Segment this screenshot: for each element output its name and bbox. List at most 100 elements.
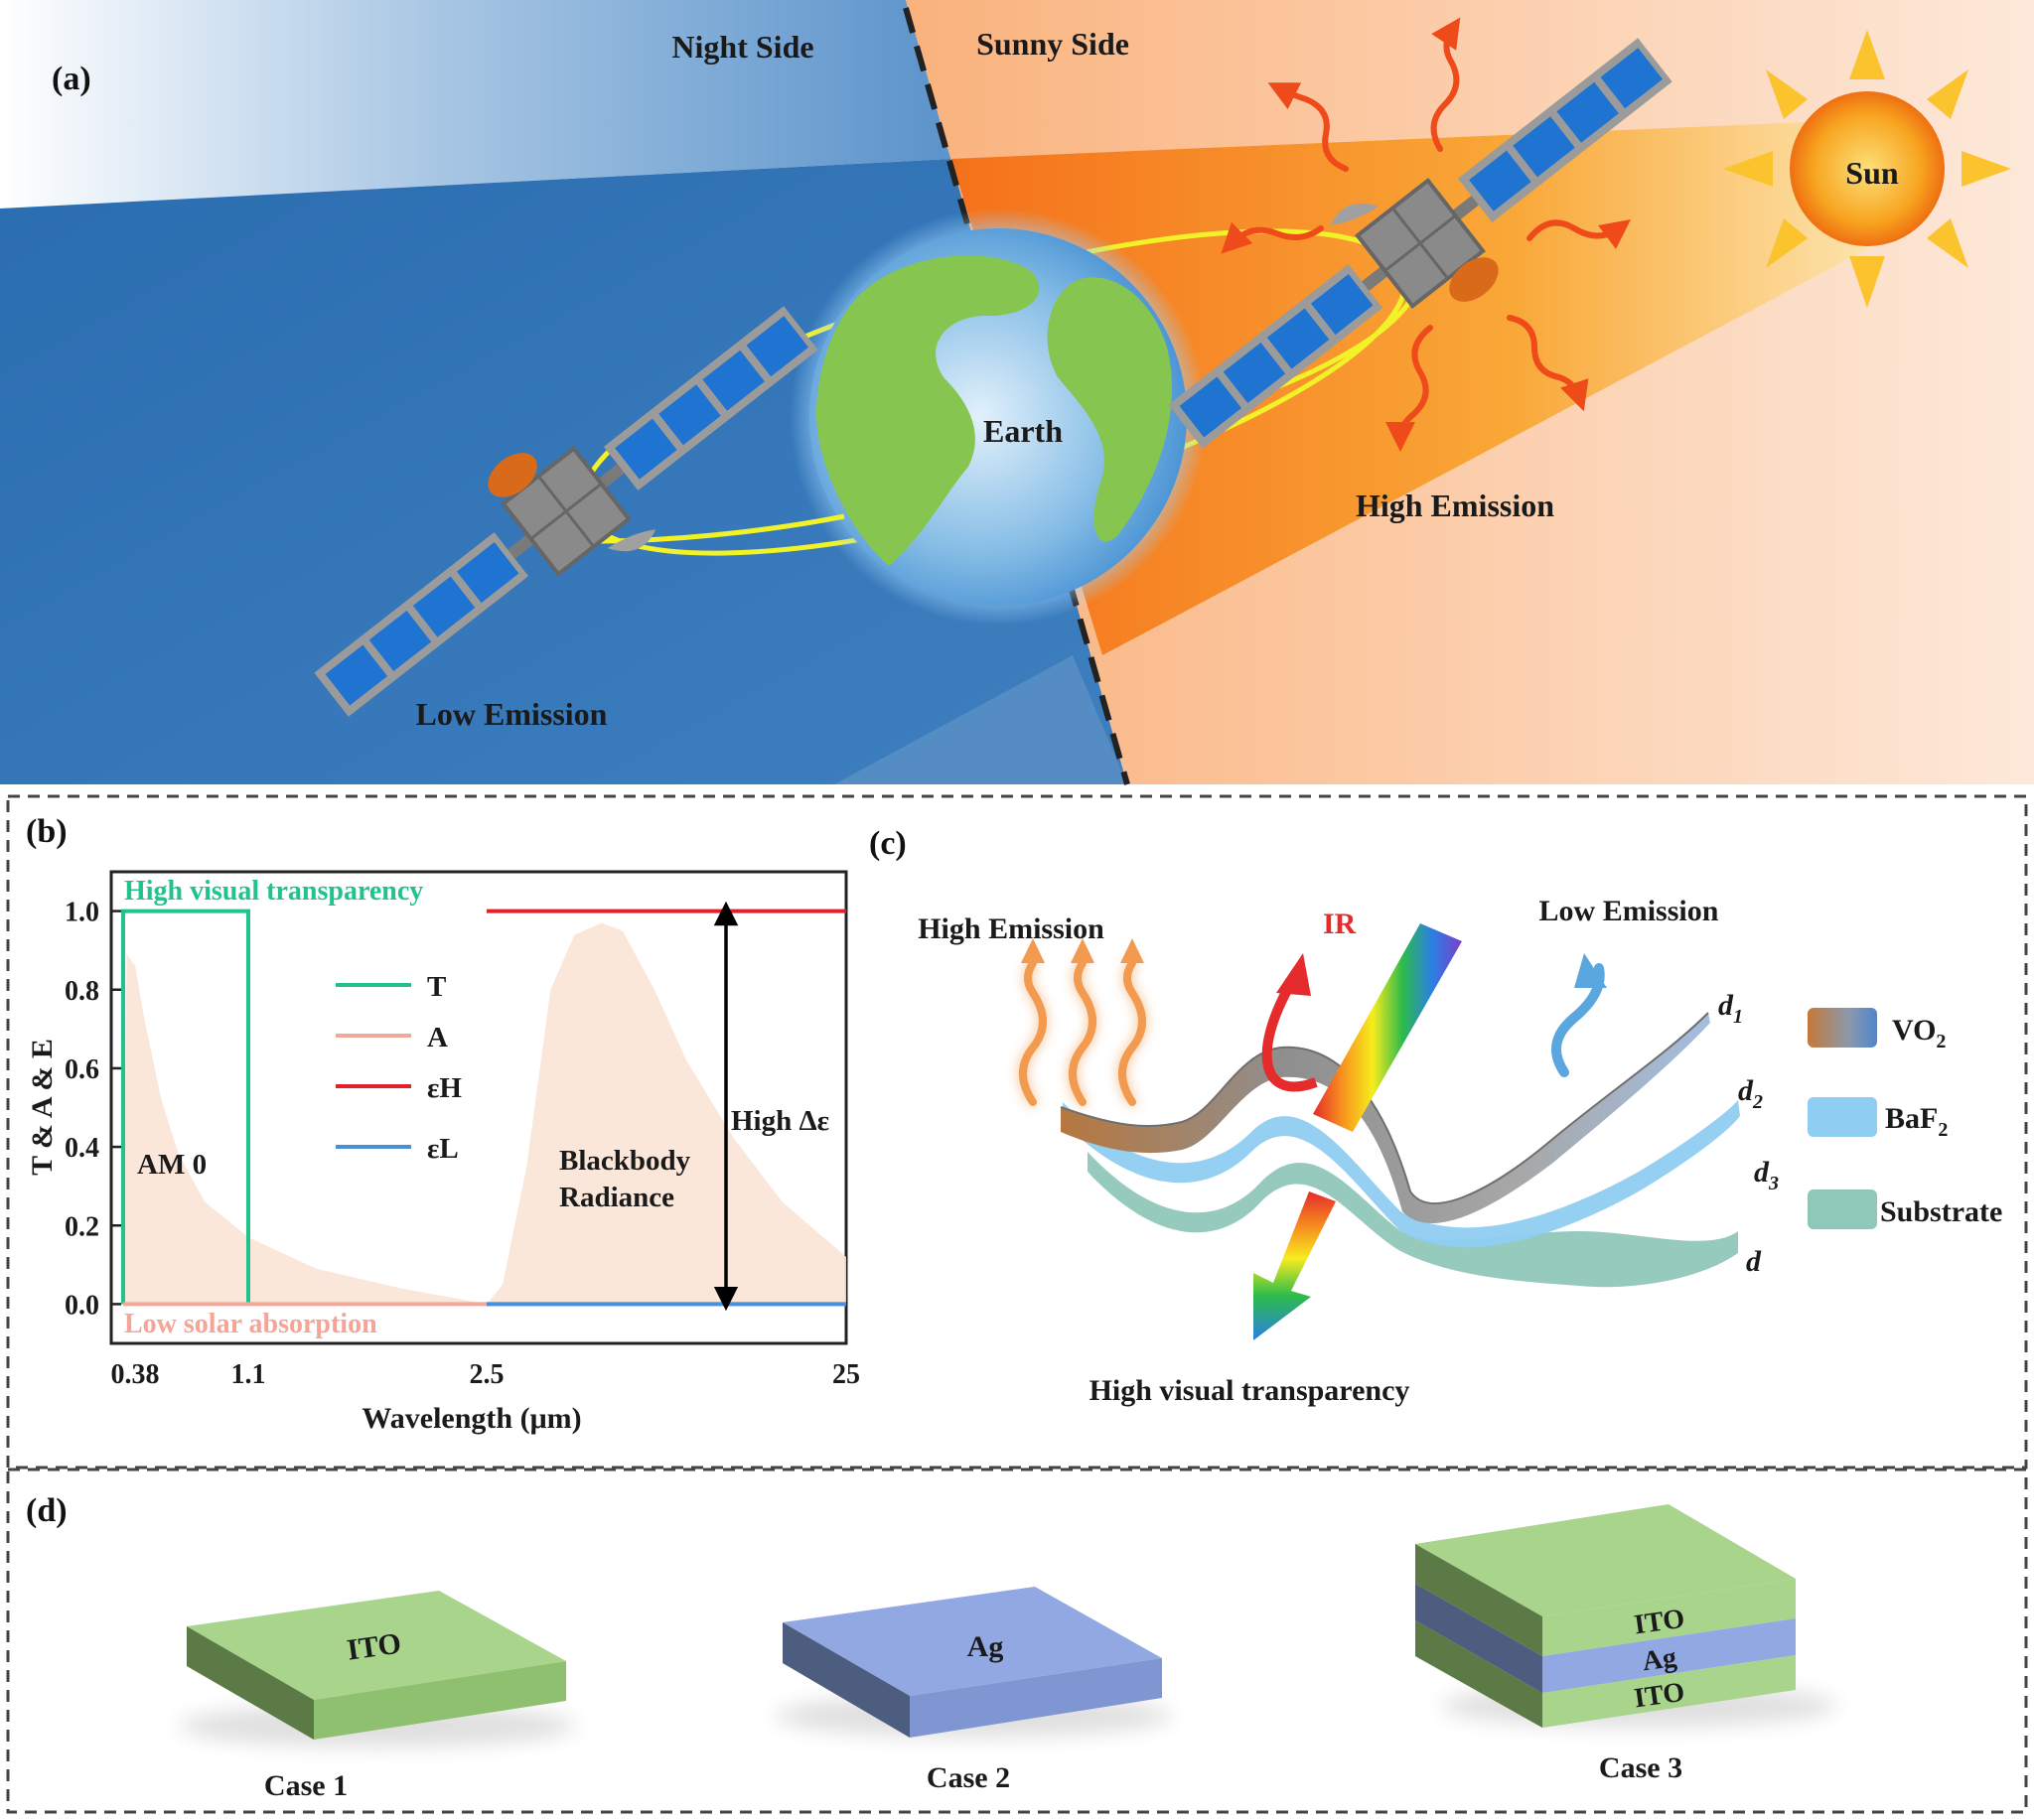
annotation-blackbody-line1: Blackbody xyxy=(559,1145,691,1177)
y-tick-label: 0.4 xyxy=(65,1133,99,1164)
panel-c-tag: (c) xyxy=(869,825,907,862)
x-tick-label: 0.38 xyxy=(111,1359,160,1390)
night-sky-band xyxy=(0,0,951,209)
case-3-stack: ITO Ag ITO Case 3 xyxy=(1415,1504,1837,1784)
panel-bc-frame xyxy=(6,794,2028,1470)
am0-spectrum-area xyxy=(123,954,487,1305)
earth-land-west xyxy=(815,255,1040,566)
thickness-label-d3: d3 xyxy=(1754,1156,1779,1194)
ir-arrowhead xyxy=(1276,953,1311,996)
legend-swatch-substrate xyxy=(1808,1190,1877,1229)
case-2-ag-top xyxy=(783,1587,1162,1696)
chart-y-axis-label: T & A & E xyxy=(26,1039,59,1176)
x-tick-label: 1.1 xyxy=(231,1359,266,1390)
chart-x-axis-label: Wavelength (μm) xyxy=(362,1402,581,1435)
satellite-night-icon xyxy=(314,306,818,717)
case-3-left-ito-bottom xyxy=(1415,1620,1542,1728)
sunny-side-label: Sunny Side xyxy=(976,26,1129,62)
case-2-stack: Ag Case 2 xyxy=(775,1587,1172,1794)
high-emission-wave-icons xyxy=(1019,959,1146,1106)
legend-label-baf2: BaF2 xyxy=(1885,1102,1948,1141)
case-1-ito-top xyxy=(187,1591,566,1700)
case-3-layer-ito-bottom: ITO xyxy=(1632,1677,1686,1715)
case-3-top-face xyxy=(1415,1504,1796,1616)
legend-swatch-vo2 xyxy=(1808,1008,1877,1048)
vo2-layer-top-edge xyxy=(1060,1012,1709,1204)
x-tick-label: 2.5 xyxy=(470,1359,505,1390)
sun-label: Sun xyxy=(1845,155,1899,191)
material-legend: VO2 BaF2 Substrate xyxy=(1808,1008,2002,1229)
substrate-layer xyxy=(1088,1152,1738,1288)
legend-label-vo2: VO2 xyxy=(1892,1014,1946,1052)
case-3-layer-ito-top: ITO xyxy=(1632,1604,1686,1641)
earth-land-east xyxy=(1047,277,1172,542)
ir-label: IR xyxy=(1323,908,1357,940)
low-emission-label-a: Low Emission xyxy=(416,696,608,732)
annotation-high-delta-eps: High Δε xyxy=(731,1105,829,1137)
case-3-front-ag xyxy=(1542,1618,1796,1693)
night-side-label: Night Side xyxy=(671,29,813,65)
legend-swatch-baf2 xyxy=(1808,1097,1877,1137)
high-emission-label-c: High Emission xyxy=(918,912,1104,945)
panel-d-frame xyxy=(6,1468,2028,1814)
high-emission-wave-heads xyxy=(1021,938,1144,963)
case-1-layer-ito: ITO xyxy=(345,1626,403,1666)
panel-c: (c) IR xyxy=(869,825,2002,1407)
chart-spectra xyxy=(123,922,846,1305)
case-2-layer-ag: Ag xyxy=(967,1630,1004,1663)
incoming-light-beam xyxy=(1313,923,1462,1132)
panel-a: Sun Earth xyxy=(0,0,2034,785)
panel-d: (d) ITO Case 1 Ag Case 2 xyxy=(26,1492,1837,1802)
case-3-front-ito-bottom xyxy=(1542,1655,1796,1728)
baf2-layer xyxy=(1063,1100,1740,1248)
earth-globe xyxy=(790,209,1207,626)
panel-d-tag: (d) xyxy=(26,1492,68,1529)
legend-label-A: A xyxy=(427,1022,448,1053)
thickness-label-d2: d2 xyxy=(1738,1074,1763,1113)
high-emission-label-a: High Emission xyxy=(1356,488,1554,523)
case-3-front-ito-top xyxy=(1542,1579,1796,1656)
ir-reflection-arrow xyxy=(1261,980,1318,1092)
case-2-ag-front xyxy=(910,1658,1162,1738)
low-emission-arrowhead xyxy=(1574,953,1607,988)
legend-label-eps-l: εL xyxy=(427,1133,459,1165)
annotation-blackbody-line2: Radiance xyxy=(559,1182,674,1213)
panel-b-tag: (b) xyxy=(26,813,68,850)
y-tick-label: 0.6 xyxy=(65,1054,99,1085)
y-tick-label: 0.0 xyxy=(65,1290,99,1321)
sun-icon xyxy=(1723,30,2011,308)
chart-plot-area xyxy=(109,870,848,1345)
low-emission-label-c: Low Emission xyxy=(1539,895,1719,927)
y-tick-label: 0.8 xyxy=(65,976,99,1007)
emission-arrows xyxy=(1221,17,1632,452)
night-shadow-lower xyxy=(834,655,1127,784)
case-1-ito-front xyxy=(314,1661,566,1740)
case-3-left-ag xyxy=(1415,1584,1542,1693)
chart-y-ticks: 0.0 0.2 0.4 0.6 0.8 1.0 xyxy=(65,898,121,1321)
y-tick-label: 0.2 xyxy=(65,1211,99,1242)
satellite-day-icon xyxy=(1168,38,1672,449)
case-2-label: Case 2 xyxy=(927,1761,1010,1794)
annotation-high-visual-transparency: High visual transparency xyxy=(124,876,423,907)
earth-label: Earth xyxy=(983,413,1063,449)
sun-beam xyxy=(951,119,1887,655)
case-3-label: Case 3 xyxy=(1599,1751,1682,1784)
series-line-T xyxy=(121,909,250,1305)
case-3-layer-ag: Ag xyxy=(1641,1642,1678,1677)
case-3-left-ito-top xyxy=(1415,1544,1542,1656)
annotation-low-solar-absorption: Low solar absorption xyxy=(124,1309,377,1339)
legend-label-T: T xyxy=(427,971,446,1003)
legend-label-substrate: Substrate xyxy=(1880,1195,2002,1228)
y-tick-label: 1.0 xyxy=(65,898,99,928)
panel-a-tag: (a) xyxy=(52,61,91,97)
thickness-label-d: d xyxy=(1746,1245,1762,1278)
high-visual-transparency-label-c: High visual transparency xyxy=(1090,1374,1410,1407)
transmitted-light-beam xyxy=(1253,1191,1336,1340)
case-2-ag-left xyxy=(783,1622,910,1738)
case-1-label: Case 1 xyxy=(264,1769,348,1802)
